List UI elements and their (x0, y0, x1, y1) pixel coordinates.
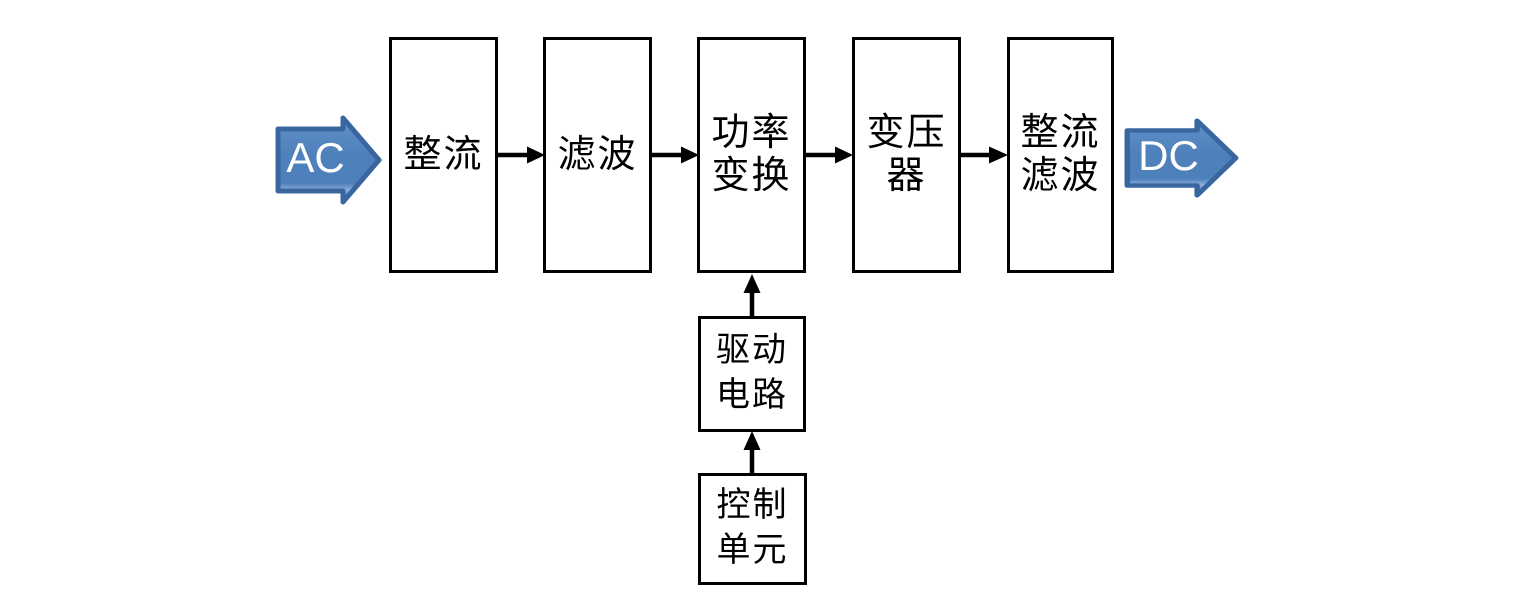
flow-arrow-right (652, 146, 699, 164)
flow-arrow-up (743, 431, 761, 473)
ac-arrow-shape (275, 115, 382, 205)
ac-label: AC (286, 134, 345, 181)
block-label: 整流 (403, 133, 484, 176)
block-filter: 滤波 (543, 37, 652, 273)
flow-arrow-right (960, 146, 1008, 164)
flow-arrow-right (806, 146, 853, 164)
dc-label: DC (1138, 132, 1199, 179)
block-rectifier-filter: 整流 滤波 (1007, 37, 1114, 273)
block-label: 整流 滤波 (1020, 112, 1101, 197)
block-rectifier: 整流 (389, 37, 498, 273)
block-label: 控制 单元 (716, 487, 789, 569)
block-drive-circuit: 驱动 电路 (698, 316, 806, 432)
flow-arrow-up (743, 274, 761, 316)
block-power-conversion: 功率 变换 (697, 37, 806, 273)
block-label: 滤波 (557, 133, 638, 176)
block-label: 驱动 电路 (716, 332, 788, 414)
ac-input-arrow: AC (275, 115, 382, 205)
block-control-unit: 控制 单元 (698, 473, 807, 585)
dc-arrow-shape (1124, 118, 1239, 198)
block-label: 变压 器 (866, 112, 947, 197)
dc-output-arrow: DC (1124, 118, 1239, 198)
block-transformer: 变压 器 (852, 37, 961, 273)
block-label: 功率 变换 (711, 112, 792, 197)
flow-arrow-right (498, 146, 545, 164)
